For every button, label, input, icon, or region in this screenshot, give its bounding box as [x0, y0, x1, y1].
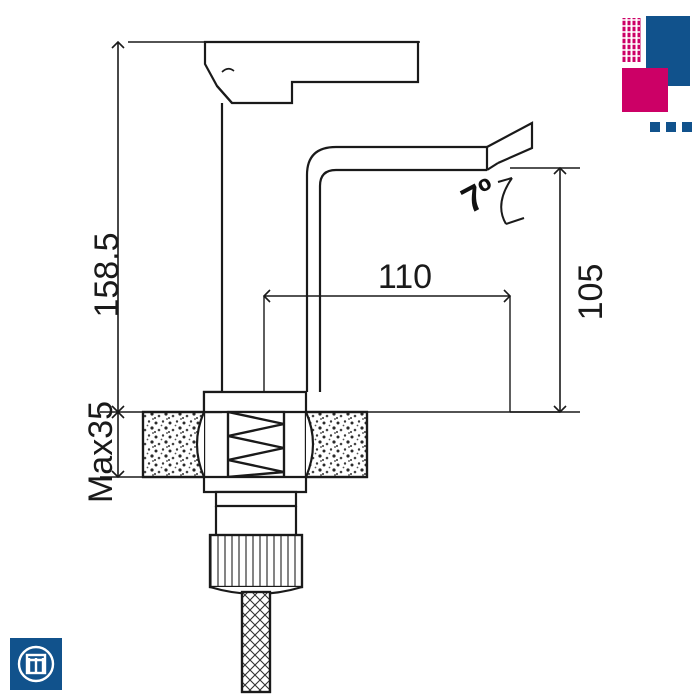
brand-hatch-stripes: [622, 18, 641, 62]
company-logo-glyph: [10, 638, 62, 690]
countertop-section: [141, 410, 369, 479]
tap-base-escutcheon: [202, 390, 308, 414]
dimension-angle-label: 7º: [455, 169, 504, 221]
knurled-nut: [208, 506, 304, 596]
tap-body-and-spout: [220, 103, 534, 392]
brand-dot-row: [650, 122, 692, 132]
lower-washer: [202, 475, 308, 508]
dimension-height-label: 158.5: [88, 232, 126, 317]
threaded-shank: [226, 410, 286, 479]
brand-magenta-block: [622, 68, 668, 112]
dimension-spout-height-label: 105: [572, 264, 610, 321]
dimension-lines: [100, 40, 580, 479]
tap-lever-handle: [203, 40, 420, 105]
flexible-hose: [240, 590, 272, 694]
dimension-max-deck-label: Max35: [82, 401, 120, 503]
corner-brand-mark: [622, 16, 692, 132]
dimension-reach-label: 110: [378, 258, 432, 296]
company-logo: [10, 638, 62, 690]
